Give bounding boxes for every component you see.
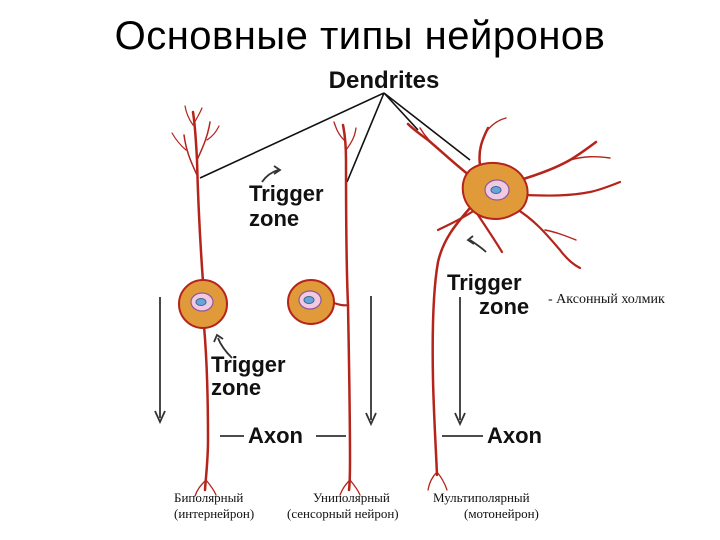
- bipolar-direction-arrow: [154, 297, 166, 425]
- svg-text:Униполярный: Униполярный: [313, 490, 390, 505]
- svg-text:Мультиполярный: Мультиполярный: [433, 490, 530, 505]
- multipolar-direction-arrow: [454, 297, 466, 427]
- caption-unipolar: Униполярный (сенсорный нейрон): [287, 490, 399, 521]
- trigger-zone-label-unipolar: Trigger zone: [249, 181, 330, 231]
- trigger-zone-label-bipolar: Trigger zone: [211, 352, 292, 400]
- axon-label-right: Axon: [487, 423, 542, 448]
- dendrites-label: Dendrites: [329, 67, 440, 94]
- trigger-zone-pointer: [217, 337, 233, 359]
- svg-text:Биполярный: Биполярный: [174, 490, 243, 505]
- trigger-zone-pointer-top: [261, 169, 279, 183]
- svg-text:(мотонейрон): (мотонейрон): [464, 506, 539, 521]
- svg-text:(сенсорный нейрон): (сенсорный нейрон): [287, 506, 399, 521]
- unipolar-neuron: [287, 121, 361, 496]
- page-title: Основные типы нейронов: [114, 14, 606, 58]
- svg-text:(интернейрон): (интернейрон): [174, 506, 254, 521]
- trigger-zone-pointer-multipolar: [469, 239, 487, 253]
- caption-multipolar: Мультиполярный (мотонейрон): [433, 490, 539, 521]
- trigger-zone-label-multipolar: Trigger zone: [447, 270, 529, 319]
- axon-hillock-label: - Аксонный холмик: [548, 292, 665, 307]
- axon-label-left: Axon: [248, 423, 303, 448]
- caption-bipolar: Биполярный (интернейрон): [174, 490, 254, 521]
- dendrites-leader-lines: [199, 92, 471, 183]
- multipolar-neuron: [406, 117, 622, 491]
- bipolar-neuron: [171, 105, 228, 497]
- unipolar-direction-arrow: [365, 296, 377, 427]
